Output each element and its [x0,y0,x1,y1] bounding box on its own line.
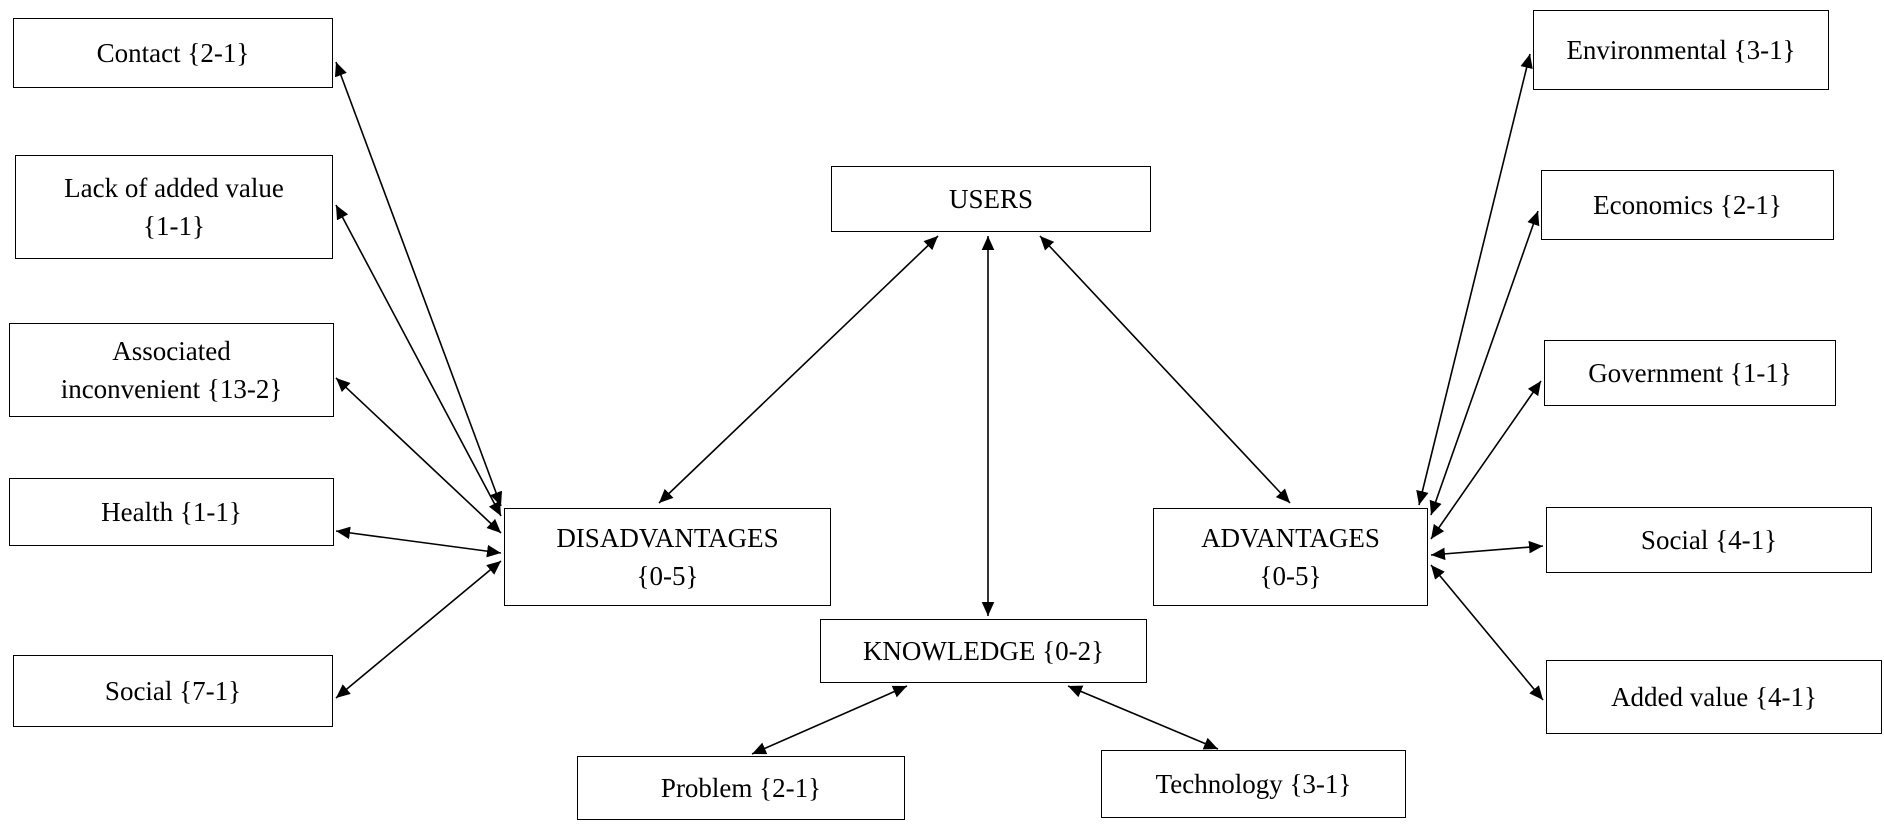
connector-advantages-social [1430,540,1544,561]
environmental-node: Environmental {3-1} [1533,10,1829,90]
health-label: Health {1-1} [101,497,242,527]
connector-users-disadvantages [658,235,939,504]
connector-disadvantages-lack-added-value [335,204,502,517]
technology-label: Technology {3-1} [1155,769,1352,799]
environmental-label: Environmental {3-1} [1566,35,1796,65]
contact-node: Contact {2-1} [13,18,333,88]
disadvantages-count: {0-5} [636,561,699,591]
lack-added-value-node: Lack of added value {1-1} [15,155,333,259]
problem-label: Problem {2-1} [660,773,822,803]
disadvantages-node: DISADVANTAGES {0-5} [504,508,831,606]
lack-added-value-count: {1-1} [143,211,205,241]
health-node: Health {1-1} [9,478,334,546]
problem-node: Problem {2-1} [577,756,905,820]
advantages-count: {0-5} [1259,561,1322,591]
economics-label: Economics {2-1} [1593,190,1782,220]
government-label: Government {1-1} [1588,358,1792,388]
connector-knowledge-technology [1067,685,1219,750]
social-disadvantage-label: Social {7-1} [104,676,242,706]
connector-disadvantages-associated-inconvenient [335,377,502,534]
users-label: USERS [948,184,1034,214]
social-advantage-node: Social {4-1} [1546,507,1872,573]
advantages-node: ADVANTAGES {0-5} [1153,508,1428,606]
disadvantages-label: DISADVANTAGES [556,523,779,553]
users-node: USERS [831,166,1151,232]
connector-disadvantages-health [335,526,502,558]
associated-inconvenient-line2: inconvenient {13-2} [60,374,283,404]
connector-disadvantages-contact [334,61,503,507]
connector-users-advantages [1039,235,1291,504]
associated-inconvenient-node: Associated inconvenient {13-2} [9,323,334,417]
added-value-node: Added value {4-1} [1546,660,1882,734]
contact-label: Contact {2-1} [96,38,250,68]
associated-inconvenient-line1: Associated [112,336,231,366]
connector-knowledge-problem [751,685,908,755]
connector-advantages-government [1430,380,1542,540]
added-value-label: Added value {4-1} [1611,682,1817,712]
knowledge-node: KNOWLEDGE {0-2} [820,619,1147,683]
economics-node: Economics {2-1} [1541,170,1834,240]
government-node: Government {1-1} [1544,340,1836,406]
connector-advantages-added-value [1430,564,1544,701]
connector-disadvantages-social [335,560,502,699]
connector-advantages-economics [1429,210,1540,516]
social-advantage-label: Social {4-1} [1640,525,1778,555]
technology-node: Technology {3-1} [1101,750,1406,818]
social-disadvantage-node: Social {7-1} [13,655,333,727]
advantages-label: ADVANTAGES [1201,523,1380,553]
knowledge-label: KNOWLEDGE {0-2} [862,636,1105,666]
lack-added-value-label: Lack of added value [64,173,284,203]
